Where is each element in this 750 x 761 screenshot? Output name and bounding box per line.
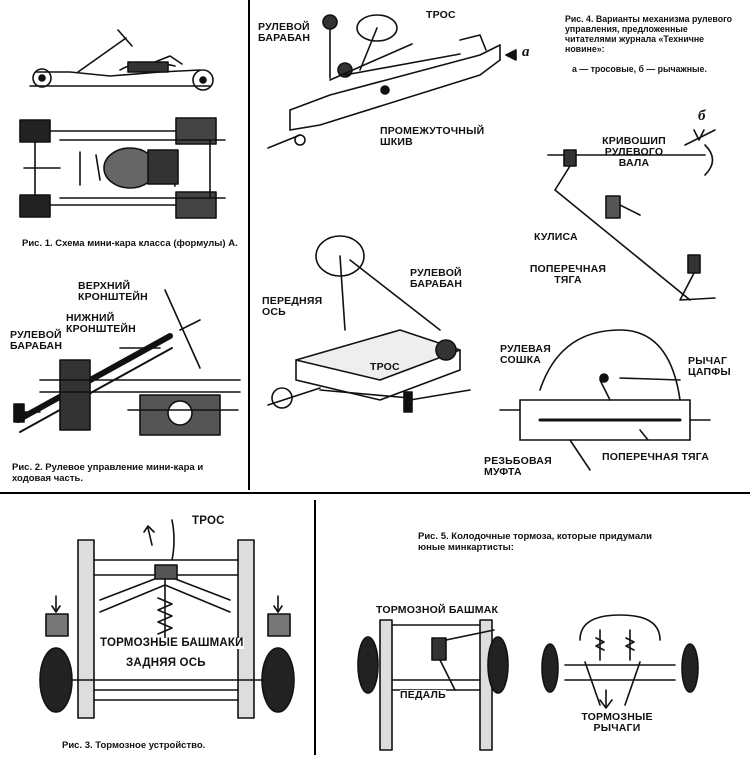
- label-lower-bracket: НИЖНИЙ КРОНШТЕЙН: [66, 312, 136, 335]
- label-brake-shoes: ТОРМОЗНЫЕ БАШМАКИ: [100, 637, 244, 649]
- fig1-side-view: [29, 29, 214, 91]
- label-front-axle: ПЕРЕДНЯЯ ОСЬ: [262, 295, 323, 318]
- fig4a-cable-steering: [267, 14, 501, 149]
- fig4a2-front-axle: [267, 235, 471, 413]
- vertical-divider-top: [248, 0, 250, 490]
- horizontal-divider: [0, 492, 750, 494]
- label-steering-drum-fig4a2: РУЛЕВОЙ БАРАБАН: [410, 267, 463, 290]
- caption-fig1: Рис. 1. Схема мини-кара класса (формулы)…: [22, 238, 238, 249]
- arrow-b-icon: [693, 129, 705, 141]
- label-threaded-sleeve: РЕЗЬБОВАЯ МУФТА: [484, 455, 552, 478]
- label-intermediate-pulley: ПРОМЕЖУТОЧНЫЙ ШКИВ: [380, 125, 485, 148]
- label-steering-drum-fig2: РУЛЕВОЙ БАРАБАН: [10, 329, 63, 352]
- label-cable-fig4a2: ТРОС: [370, 361, 400, 373]
- vertical-divider-bottom: [314, 500, 316, 755]
- fig4b2-pitman: [499, 329, 711, 471]
- fig5-pedal-brake: [357, 619, 509, 751]
- fig3-brake: [39, 519, 295, 719]
- label-tie-rod-fig4b2: ПОПЕРЕЧНАЯ ТЯГА: [602, 451, 709, 463]
- caption-fig2: Рис. 2. Рулевое управление мини-кара и х…: [12, 462, 204, 484]
- label-cable-fig4a: ТРОС: [426, 9, 456, 21]
- fig4b-lever-steering: [547, 129, 716, 301]
- label-brake-levers: ТОРМОЗНЫЕ РЫЧАГИ: [581, 711, 653, 734]
- label-brake-shoe: ТОРМОЗНОЙ БАШМАК: [376, 604, 499, 616]
- label-rocker: КУЛИСА: [534, 231, 578, 243]
- fig1-top-view: [19, 117, 226, 219]
- label-crank: КРИВОШИП РУЛЕВОГО ВАЛА: [602, 135, 666, 169]
- caption-fig3: Рис. 3. Тормозное устройство.: [62, 740, 206, 751]
- caption-fig5: Рис. 5. Колодочные тормоза, которые прид…: [418, 531, 652, 553]
- arrow-a-icon: [505, 49, 517, 61]
- label-steering-drum-fig4a: РУЛЕВОЙ БАРАБАН: [258, 21, 311, 44]
- label-letter-b: б: [698, 108, 706, 124]
- label-letter-a: а: [522, 44, 530, 60]
- label-tie-rod-fig4b: ПОПЕРЕЧНАЯ ТЯГА: [529, 263, 607, 286]
- label-pitman-arm: РУЛЕВАЯ СОШКА: [500, 343, 551, 366]
- fig2-steering: [13, 289, 241, 436]
- label-pedal: ПЕДАЛЬ: [400, 689, 446, 701]
- label-knuckle-arm: РЫЧАГ ЦАПФЫ: [688, 355, 731, 378]
- caption-fig4: Рис. 4. Варианты механизма рулевого упра…: [565, 14, 732, 54]
- label-upper-bracket: ВЕРХНИЙ КРОНШТЕЙН: [78, 280, 148, 303]
- label-cable-fig3: ТРОС: [192, 515, 225, 527]
- label-rear-axle: ЗАДНЯЯ ОСЬ: [126, 657, 206, 669]
- caption-fig4-sub: а — тросовые, б — рычажные.: [572, 64, 707, 74]
- fig5-lever-brake: [541, 614, 699, 709]
